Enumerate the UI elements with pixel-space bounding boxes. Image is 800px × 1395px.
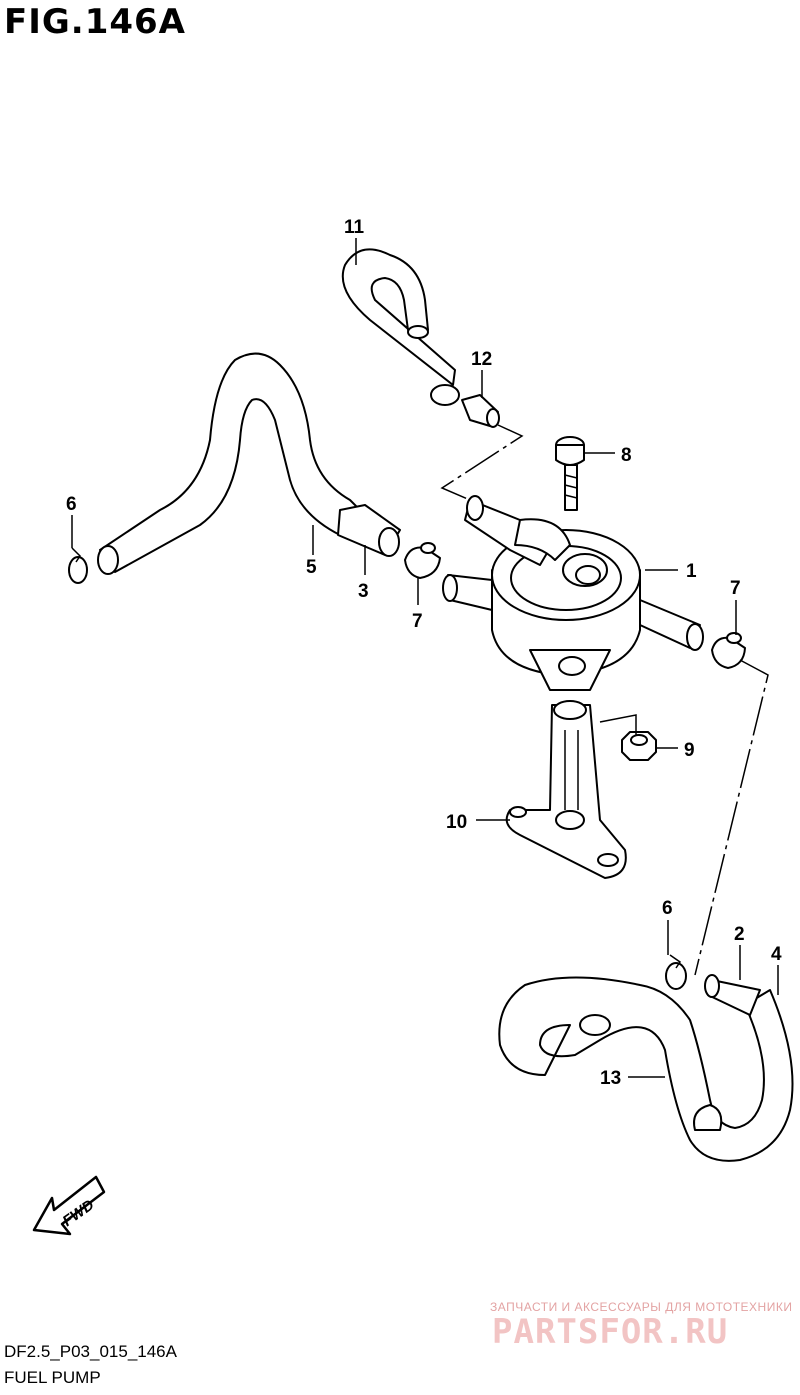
nut-9[interactable]	[621, 731, 657, 761]
joint-12[interactable]	[461, 394, 500, 428]
figure-title: FIG.146A	[4, 2, 186, 42]
watermark-brand: PARTSFOR.RU	[492, 1312, 729, 1352]
callout-4: 4	[771, 944, 782, 965]
clip-6-lower[interactable]	[665, 954, 687, 990]
hose-5[interactable]	[97, 352, 366, 575]
callout-9: 9	[684, 740, 695, 761]
callout-5: 5	[306, 557, 317, 578]
clip-6-upper[interactable]	[68, 547, 88, 584]
callout-10: 10	[446, 812, 467, 833]
hose-11[interactable]	[341, 248, 460, 406]
connect-line-7	[694, 659, 769, 976]
diagram-code: DF2.5_P03_015_146A	[4, 1342, 177, 1361]
bracket-10[interactable]	[505, 700, 627, 879]
callout-11: 11	[344, 217, 365, 238]
watermark-tagline: ЗАПЧАСТИ И АКСЕССУАРЫ ДЛЯ МОТОТЕХНИКИ	[490, 1300, 793, 1314]
connect-line-9	[599, 714, 637, 735]
callout-8: 8	[621, 445, 632, 466]
callout-1: 1	[686, 561, 697, 582]
diagram-name: FUEL PUMP	[4, 1368, 101, 1387]
callout-7a: 7	[412, 611, 423, 632]
callout-7b: 7	[730, 578, 741, 599]
hose-2[interactable]	[704, 974, 761, 1016]
connect-line-12	[440, 424, 524, 501]
hose-3[interactable]	[337, 504, 401, 557]
fwd-arrow-icon: FWD	[32, 1175, 106, 1236]
callout-12: 12	[471, 349, 492, 370]
callout-6a: 6	[66, 494, 77, 515]
hose-13[interactable]	[498, 976, 794, 1162]
clamp-7-right[interactable]	[711, 632, 746, 669]
callout-6b: 6	[662, 898, 673, 919]
clamp-7-left[interactable]	[404, 542, 441, 579]
callout-13: 13	[600, 1068, 621, 1089]
callout-3: 3	[358, 581, 369, 602]
bolt-8[interactable]	[555, 436, 585, 511]
fuel-pump-1[interactable]	[442, 495, 704, 691]
callout-2: 2	[734, 924, 745, 945]
